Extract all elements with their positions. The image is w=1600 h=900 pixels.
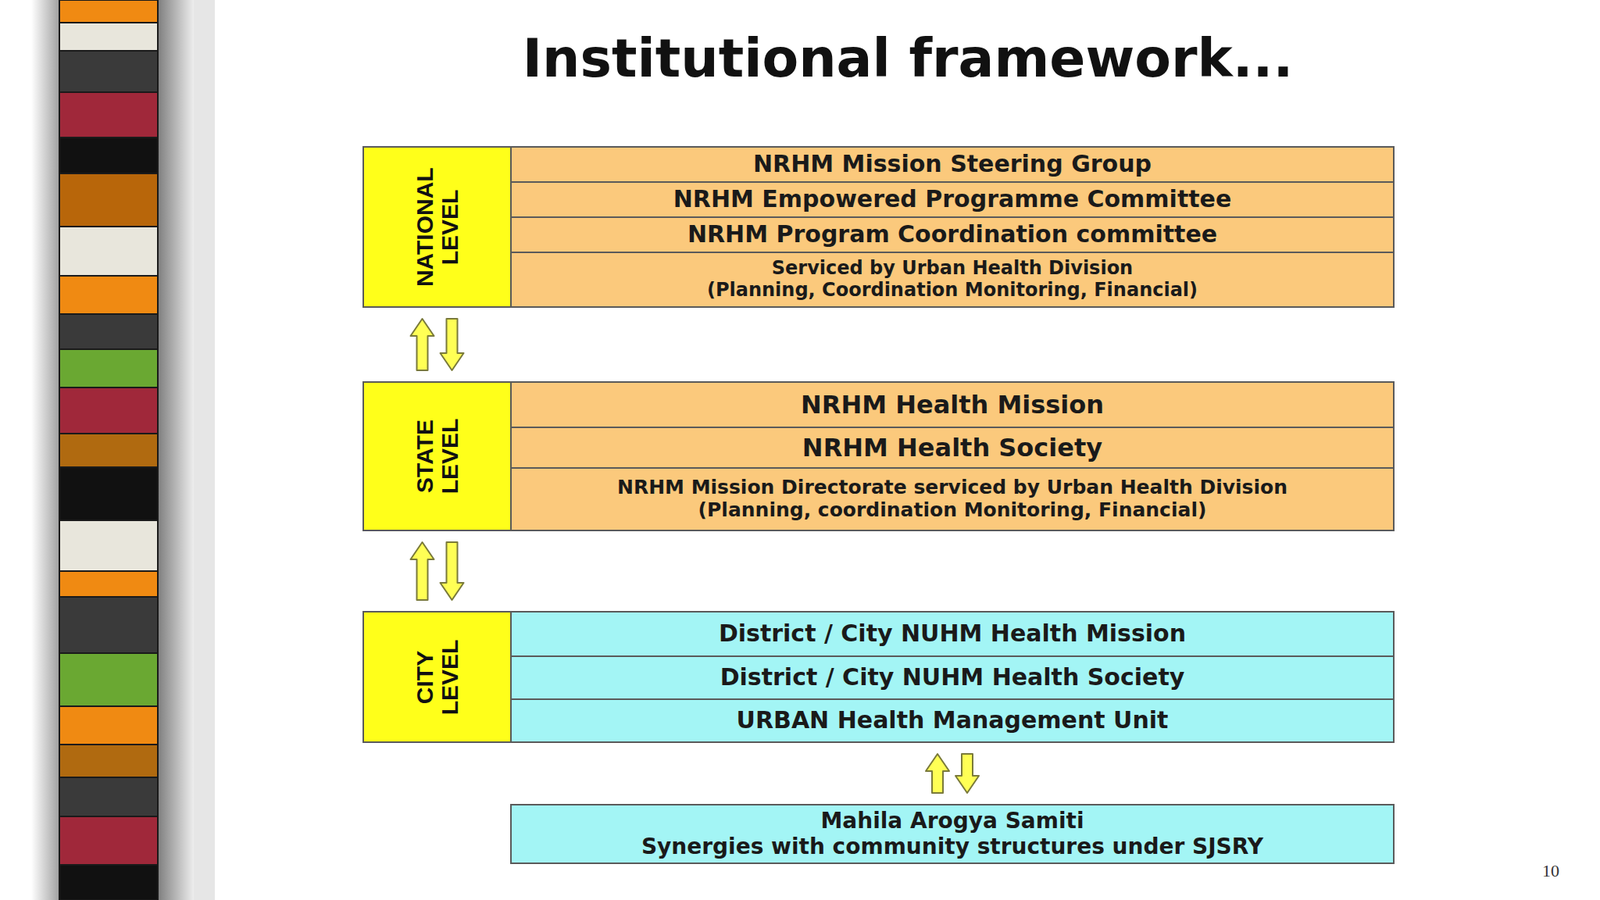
box-line: NRHM Mission Directorate serviced by Urb… xyxy=(617,476,1288,500)
level-band: CITY LEVEL District / City NUHM Health Mi… xyxy=(362,610,1395,743)
block-arrow xyxy=(440,542,465,600)
box-text: NRHM Mission Steering Group xyxy=(745,150,1160,179)
box-text: Mahila Arogya SamitiSynergies with commu… xyxy=(633,808,1272,859)
level-label-cell: NATIONAL LEVEL xyxy=(364,147,512,307)
double-arrow xyxy=(925,753,979,793)
block-arrow xyxy=(410,542,435,600)
level-row: NRHM Program Coordination committee xyxy=(511,216,1393,252)
level-band: STATE LEVEL NRHM Health MissionNRHM Healt… xyxy=(362,381,1395,532)
box-line: NRHM Program Coordination committee xyxy=(687,221,1218,249)
box-line: Serviced by Urban Health Division xyxy=(707,257,1198,280)
block-arrow xyxy=(925,753,950,793)
box-line: (Planning, coordination Monitoring, Fina… xyxy=(617,499,1288,522)
box-line: NRHM Health Mission xyxy=(800,390,1104,420)
level-row: NRHM Health Mission xyxy=(511,382,1393,427)
level-label: NATIONAL LEVEL xyxy=(411,167,463,286)
box-text: NRHM Mission Directorate serviced by Urb… xyxy=(609,476,1296,522)
community-box: Mahila Arogya SamitiSynergies with commu… xyxy=(510,803,1395,865)
level-row: URBAN Health Management Unit xyxy=(511,698,1393,742)
level-row: Serviced by Urban Health Division(Planni… xyxy=(511,251,1393,307)
box-line: NRHM Health Society xyxy=(802,433,1103,463)
box-line: NRHM Mission Steering Group xyxy=(753,150,1152,179)
box-text: NRHM Health Society xyxy=(794,433,1111,463)
level-label: CITY LEVEL xyxy=(411,639,463,715)
block-arrow xyxy=(955,753,979,793)
block-arrow xyxy=(440,318,465,371)
double-arrow xyxy=(410,542,465,600)
level-band: NATIONAL LEVEL NRHM Mission Steering Grou… xyxy=(362,146,1395,308)
box-line: Synergies with community structures unde… xyxy=(641,834,1264,860)
box-text: NRHM Health Mission xyxy=(792,390,1112,420)
page-number: 10 xyxy=(1542,860,1560,882)
level-label-cell: STATE LEVEL xyxy=(364,382,512,530)
box-text: District / City NUHM Health Society xyxy=(712,664,1193,692)
stripe-shadow xyxy=(156,0,196,900)
level-label: STATE LEVEL xyxy=(411,418,463,495)
box-text: Serviced by Urban Health Division(Planni… xyxy=(699,257,1206,301)
stripe-bands xyxy=(59,0,158,900)
box-line: District / City NUHM Health Society xyxy=(720,664,1186,692)
box-line: Mahila Arogya Samiti xyxy=(641,808,1264,834)
box-text: District / City NUHM Health Mission xyxy=(710,620,1194,648)
box-line: District / City NUHM Health Mission xyxy=(718,620,1186,648)
stripe-shadow xyxy=(31,0,60,900)
level-row: NRHM Mission Steering Group xyxy=(511,147,1393,182)
side-panel xyxy=(193,0,215,900)
level-row: District / City NUHM Health Society xyxy=(511,655,1393,699)
box-text: NRHM Program Coordination committee xyxy=(679,221,1225,249)
block-arrow xyxy=(410,318,435,371)
level-row: NRHM Empowered Programme Committee xyxy=(511,181,1393,217)
level-row: NRHM Health Society xyxy=(511,426,1393,468)
level-label-cell: CITY LEVEL xyxy=(364,612,512,742)
box-text: NRHM Empowered Programme Committee xyxy=(665,185,1240,214)
box-line: (Planning, Coordination Monitoring, Fina… xyxy=(707,279,1198,302)
slide-title: Institutional framework... xyxy=(375,26,1441,91)
level-row: District / City NUHM Health Mission xyxy=(511,612,1393,656)
level-row: NRHM Mission Directorate serviced by Urb… xyxy=(511,467,1393,530)
double-arrow xyxy=(410,318,465,371)
box-text: URBAN Health Management Unit xyxy=(728,707,1177,735)
box-line: URBAN Health Management Unit xyxy=(736,707,1169,735)
box-line: NRHM Empowered Programme Committee xyxy=(673,185,1233,214)
